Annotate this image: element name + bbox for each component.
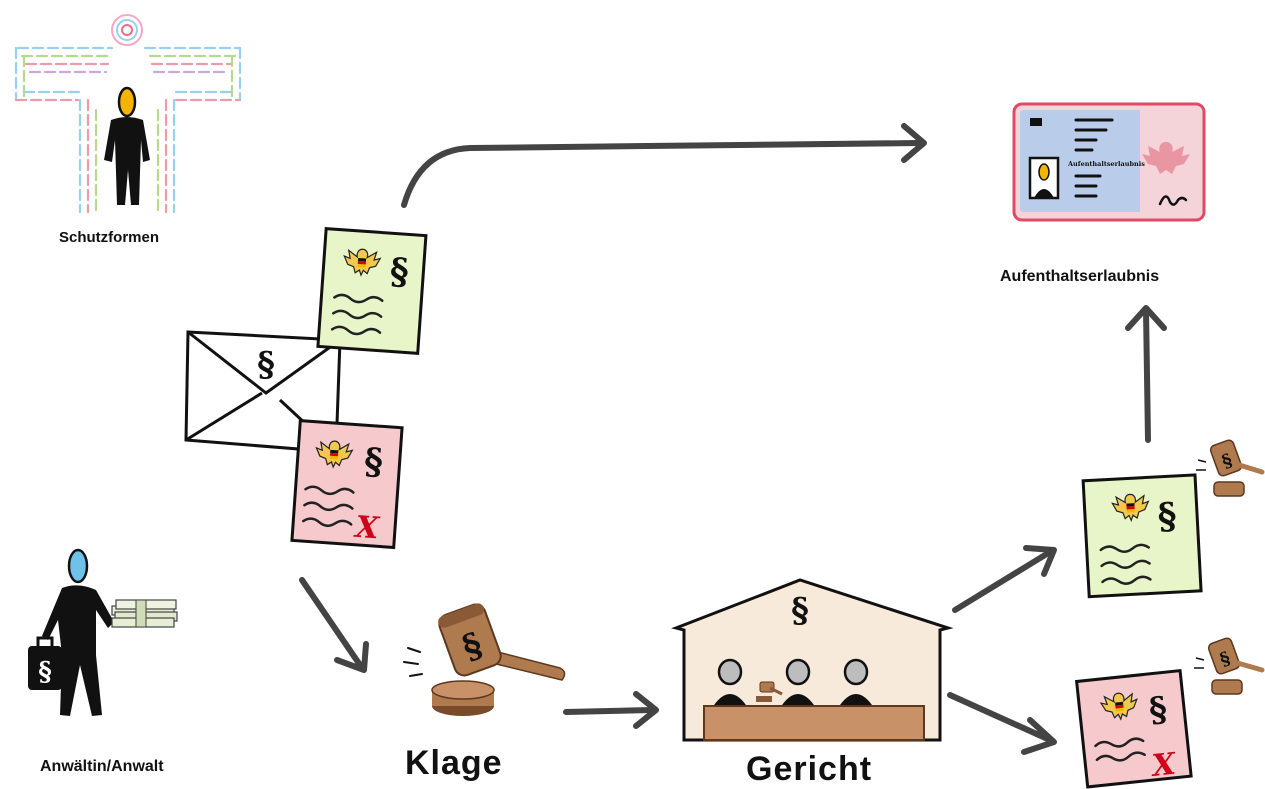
court-building-icon: § <box>671 578 954 742</box>
envelope-paragraph-icon: § <box>257 345 275 385</box>
arrow-up-to-permit <box>1143 307 1151 443</box>
svg-text:§: § <box>388 250 410 293</box>
gavel-small-rejection-icon: § <box>1194 637 1265 695</box>
lawyer-icon: § <box>28 548 178 716</box>
money-stack-icon <box>111 599 178 628</box>
label-gericht: Gericht <box>746 750 873 788</box>
arrow-to-residence-permit <box>401 140 921 208</box>
svg-text:§: § <box>1147 689 1169 731</box>
label-aufenthaltserlaubnis: Aufenthaltserlaubnis <box>1000 268 1160 285</box>
gavel-icon: § <box>403 603 566 716</box>
rejection-document-right: § X <box>1074 669 1193 789</box>
svg-text:§: § <box>1157 495 1178 538</box>
arrows <box>299 123 1167 755</box>
rejection-document-envelope: § X <box>290 419 404 550</box>
label-anwalt: Anwältin/Anwalt <box>40 758 164 775</box>
svg-text:§: § <box>363 440 385 483</box>
label-klage: Klage <box>405 744 503 782</box>
reject-mark-icon: X <box>352 510 381 547</box>
court-small-gavel-icon <box>756 681 783 702</box>
gavel-small-approval-icon: § <box>1196 439 1265 497</box>
court-paragraph-icon: § <box>791 591 809 631</box>
card-title-text: Aufenthaltserlaubnis <box>1067 160 1145 168</box>
briefcase-paragraph-icon: § <box>38 657 52 687</box>
reject-mark-right-icon: X <box>1148 747 1179 785</box>
arrow-to-rejection <box>947 692 1053 743</box>
arrow-to-gericht <box>563 707 655 715</box>
approval-document-top: § <box>316 227 428 355</box>
approval-document-right: § <box>1081 473 1203 599</box>
arrow-to-approval <box>952 549 1053 613</box>
label-schutzformen: Schutzformen <box>59 229 160 246</box>
schutzformen-icon <box>14 14 242 214</box>
residence-permit-card-icon: Aufenthaltserlaubnis <box>1012 102 1206 222</box>
arrow-to-klage <box>299 577 363 668</box>
